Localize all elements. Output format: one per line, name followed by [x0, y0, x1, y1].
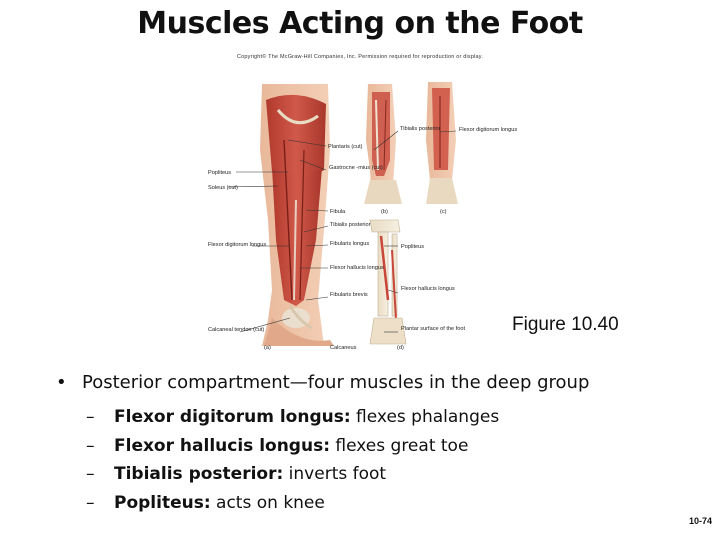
main-bullet: • Posterior compartment—four muscles in … — [56, 371, 696, 395]
item-description: flexes great toe — [330, 435, 469, 456]
leg-illustration-d — [369, 219, 407, 345]
leader-lines — [227, 130, 457, 333]
label-calcaneal-tendon-cut: Calcaneal tendon (cut) — [208, 327, 264, 333]
label-tibialis-posterior-c: Tibialis posterior — [400, 126, 441, 132]
list-item: – Flexor hallucis longus: flexes great t… — [56, 432, 696, 461]
dash-marker: – — [86, 435, 95, 456]
anatomy-figure: Tibialis posterior Flexor digitorum long… — [208, 82, 517, 352]
figure-labels: Tibialis posterior Flexor digitorum long… — [208, 126, 517, 351]
main-bullet-text: Posterior compartment—four muscles in th… — [82, 372, 590, 393]
label-popliteus-d: Popliteus — [401, 244, 424, 250]
item-term: Flexor hallucis longus: — [114, 435, 330, 456]
label-plantar-surface: Plantar surface of the foot — [401, 326, 466, 332]
sub-bullet-list: – Flexor digitorum longus: flexes phalan… — [56, 403, 696, 517]
label-flexor-digitorum-longus-a: Flexor digitorum longus — [208, 242, 266, 248]
list-item: – Tibialis posterior: inverts foot — [56, 460, 696, 489]
panel-label-c: (c) — [440, 209, 447, 215]
copyright-notice: Copyright© The McGraw-Hill Companies, In… — [236, 54, 484, 60]
item-description: flexes phalanges — [350, 407, 500, 427]
label-soleus-cut: Soleus (cut) — [208, 185, 238, 191]
leg-illustration-c — [426, 82, 458, 204]
label-popliteus-a: Popliteus — [208, 170, 231, 176]
item-term: Flexor digitorum longus: — [114, 407, 351, 427]
list-item: – Flexor digitorum longus: flexes phalan… — [56, 403, 696, 432]
label-flexor-digitorum-longus-c: Flexor digitorum longus — [459, 127, 517, 133]
panel-label-b: (b) — [381, 209, 388, 215]
item-description: inverts foot — [283, 464, 387, 484]
panel-label-d: (d) — [397, 345, 404, 351]
item-description: acts on knee — [210, 492, 325, 513]
label-tibialis-posterior-c-text: Tibialis posterior — [400, 126, 441, 132]
item-term: Popliteus: — [114, 492, 211, 513]
label-fibula: Fibula — [330, 209, 346, 215]
list-item: – Popliteus: acts on knee — [56, 489, 696, 518]
dash-marker: – — [86, 407, 95, 427]
slide-number: 10-74 — [688, 516, 712, 526]
label-gastrocnemius-cut: Gastrocne -mius (cut) — [329, 165, 383, 171]
leg-illustration-b — [364, 84, 402, 204]
label-plantaris-cut: Plantaris (cut) — [328, 144, 363, 150]
label-flexor-hallucis-longus-d: Flexor hallucis longus — [401, 286, 455, 292]
dash-marker: – — [86, 492, 95, 513]
dash-marker: – — [86, 464, 95, 484]
label-fibularis-brevis: Fibularis brevis — [330, 292, 368, 298]
label-flexor-hallucis-longus-a: Flexor hallucis longus — [330, 265, 384, 271]
label-tibialis-posterior-a: Tibialis posterior — [330, 222, 371, 228]
leg-illustration-a — [258, 82, 334, 352]
slide-title: Muscles Acting on the Foot — [137, 6, 583, 41]
item-term: Tibialis posterior: — [114, 464, 284, 484]
bullet-dot: • — [56, 372, 67, 393]
panel-label-a: (a) — [264, 345, 271, 351]
figure-caption: Figure 10.40 — [512, 314, 619, 335]
label-fibularis-longus: Fibularis longus — [330, 241, 369, 247]
label-calcaneus: Calcaneus — [330, 345, 357, 351]
bullet-list: • Posterior compartment—four muscles in … — [56, 371, 696, 517]
